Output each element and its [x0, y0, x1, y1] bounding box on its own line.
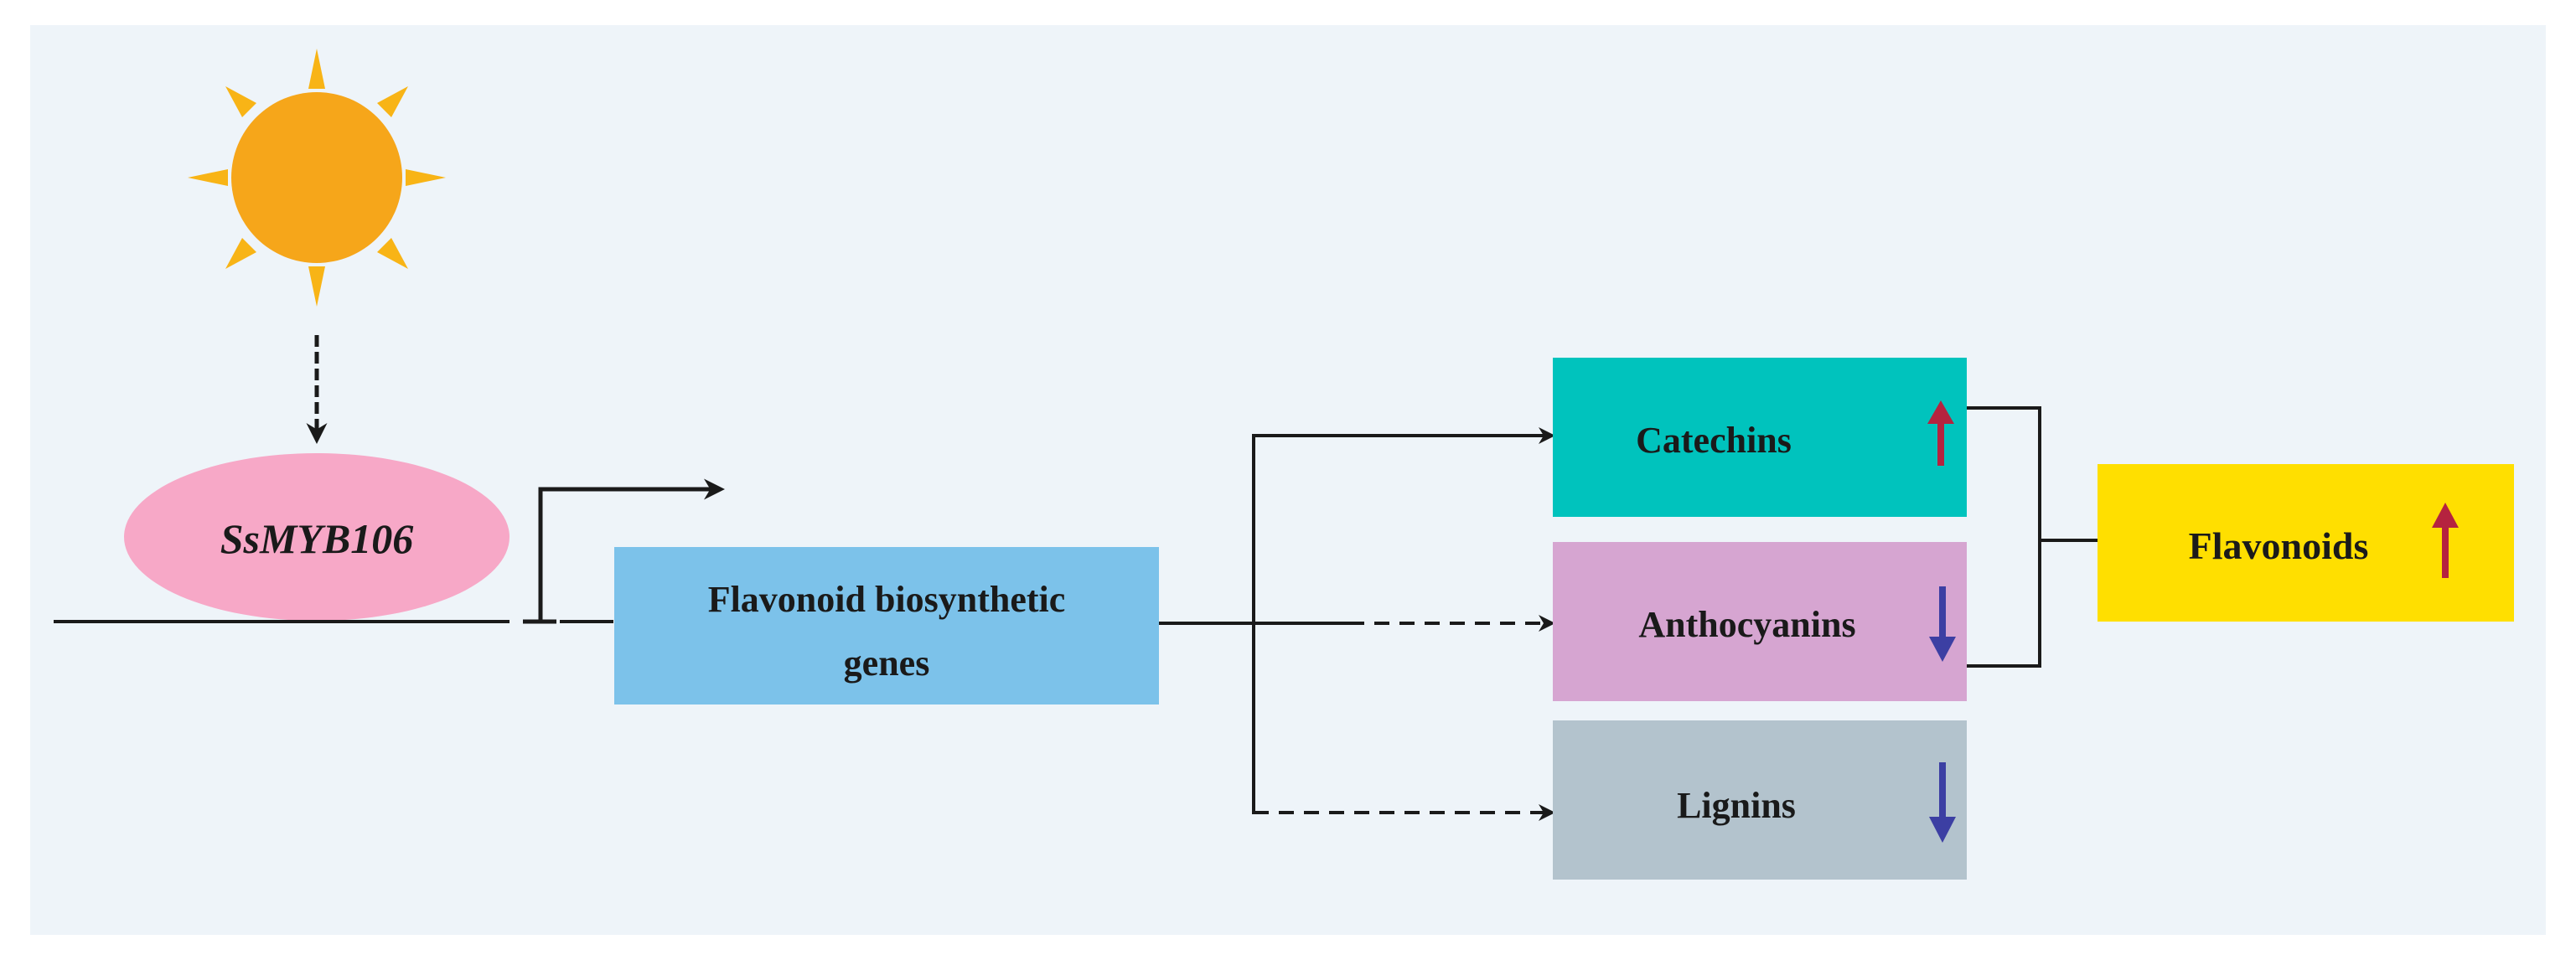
anthocyanins-down-arrow-icon	[1929, 586, 1956, 662]
catechins-up-arrow-icon	[1927, 400, 1954, 466]
flavonoids-label: Flavonoids	[2189, 524, 2369, 567]
biosynthetic-label-line1: Flavonoid biosynthetic	[708, 579, 1066, 620]
anthocyanins-label: Anthocyanins	[1638, 604, 1855, 645]
catechins-box	[1553, 358, 1967, 517]
biosynthetic-label-line2: genes	[844, 643, 930, 684]
gene-ellipse	[124, 453, 510, 621]
lignins-down-arrow-icon	[1929, 762, 1956, 843]
catechins-label: Catechins	[1636, 420, 1792, 461]
biosynthetic-genes-box	[614, 547, 1159, 705]
anthocyanins-box	[1553, 542, 1967, 701]
promoter-arrow	[538, 478, 725, 620]
lignins-label: Lignins	[1677, 785, 1796, 826]
flavonoids-up-arrow-icon	[2432, 503, 2459, 578]
gene-label: SsMYB106	[220, 515, 414, 562]
lignins-box	[1553, 720, 1967, 880]
merge-bracket	[1967, 406, 2041, 668]
sun-icon	[188, 49, 446, 307]
